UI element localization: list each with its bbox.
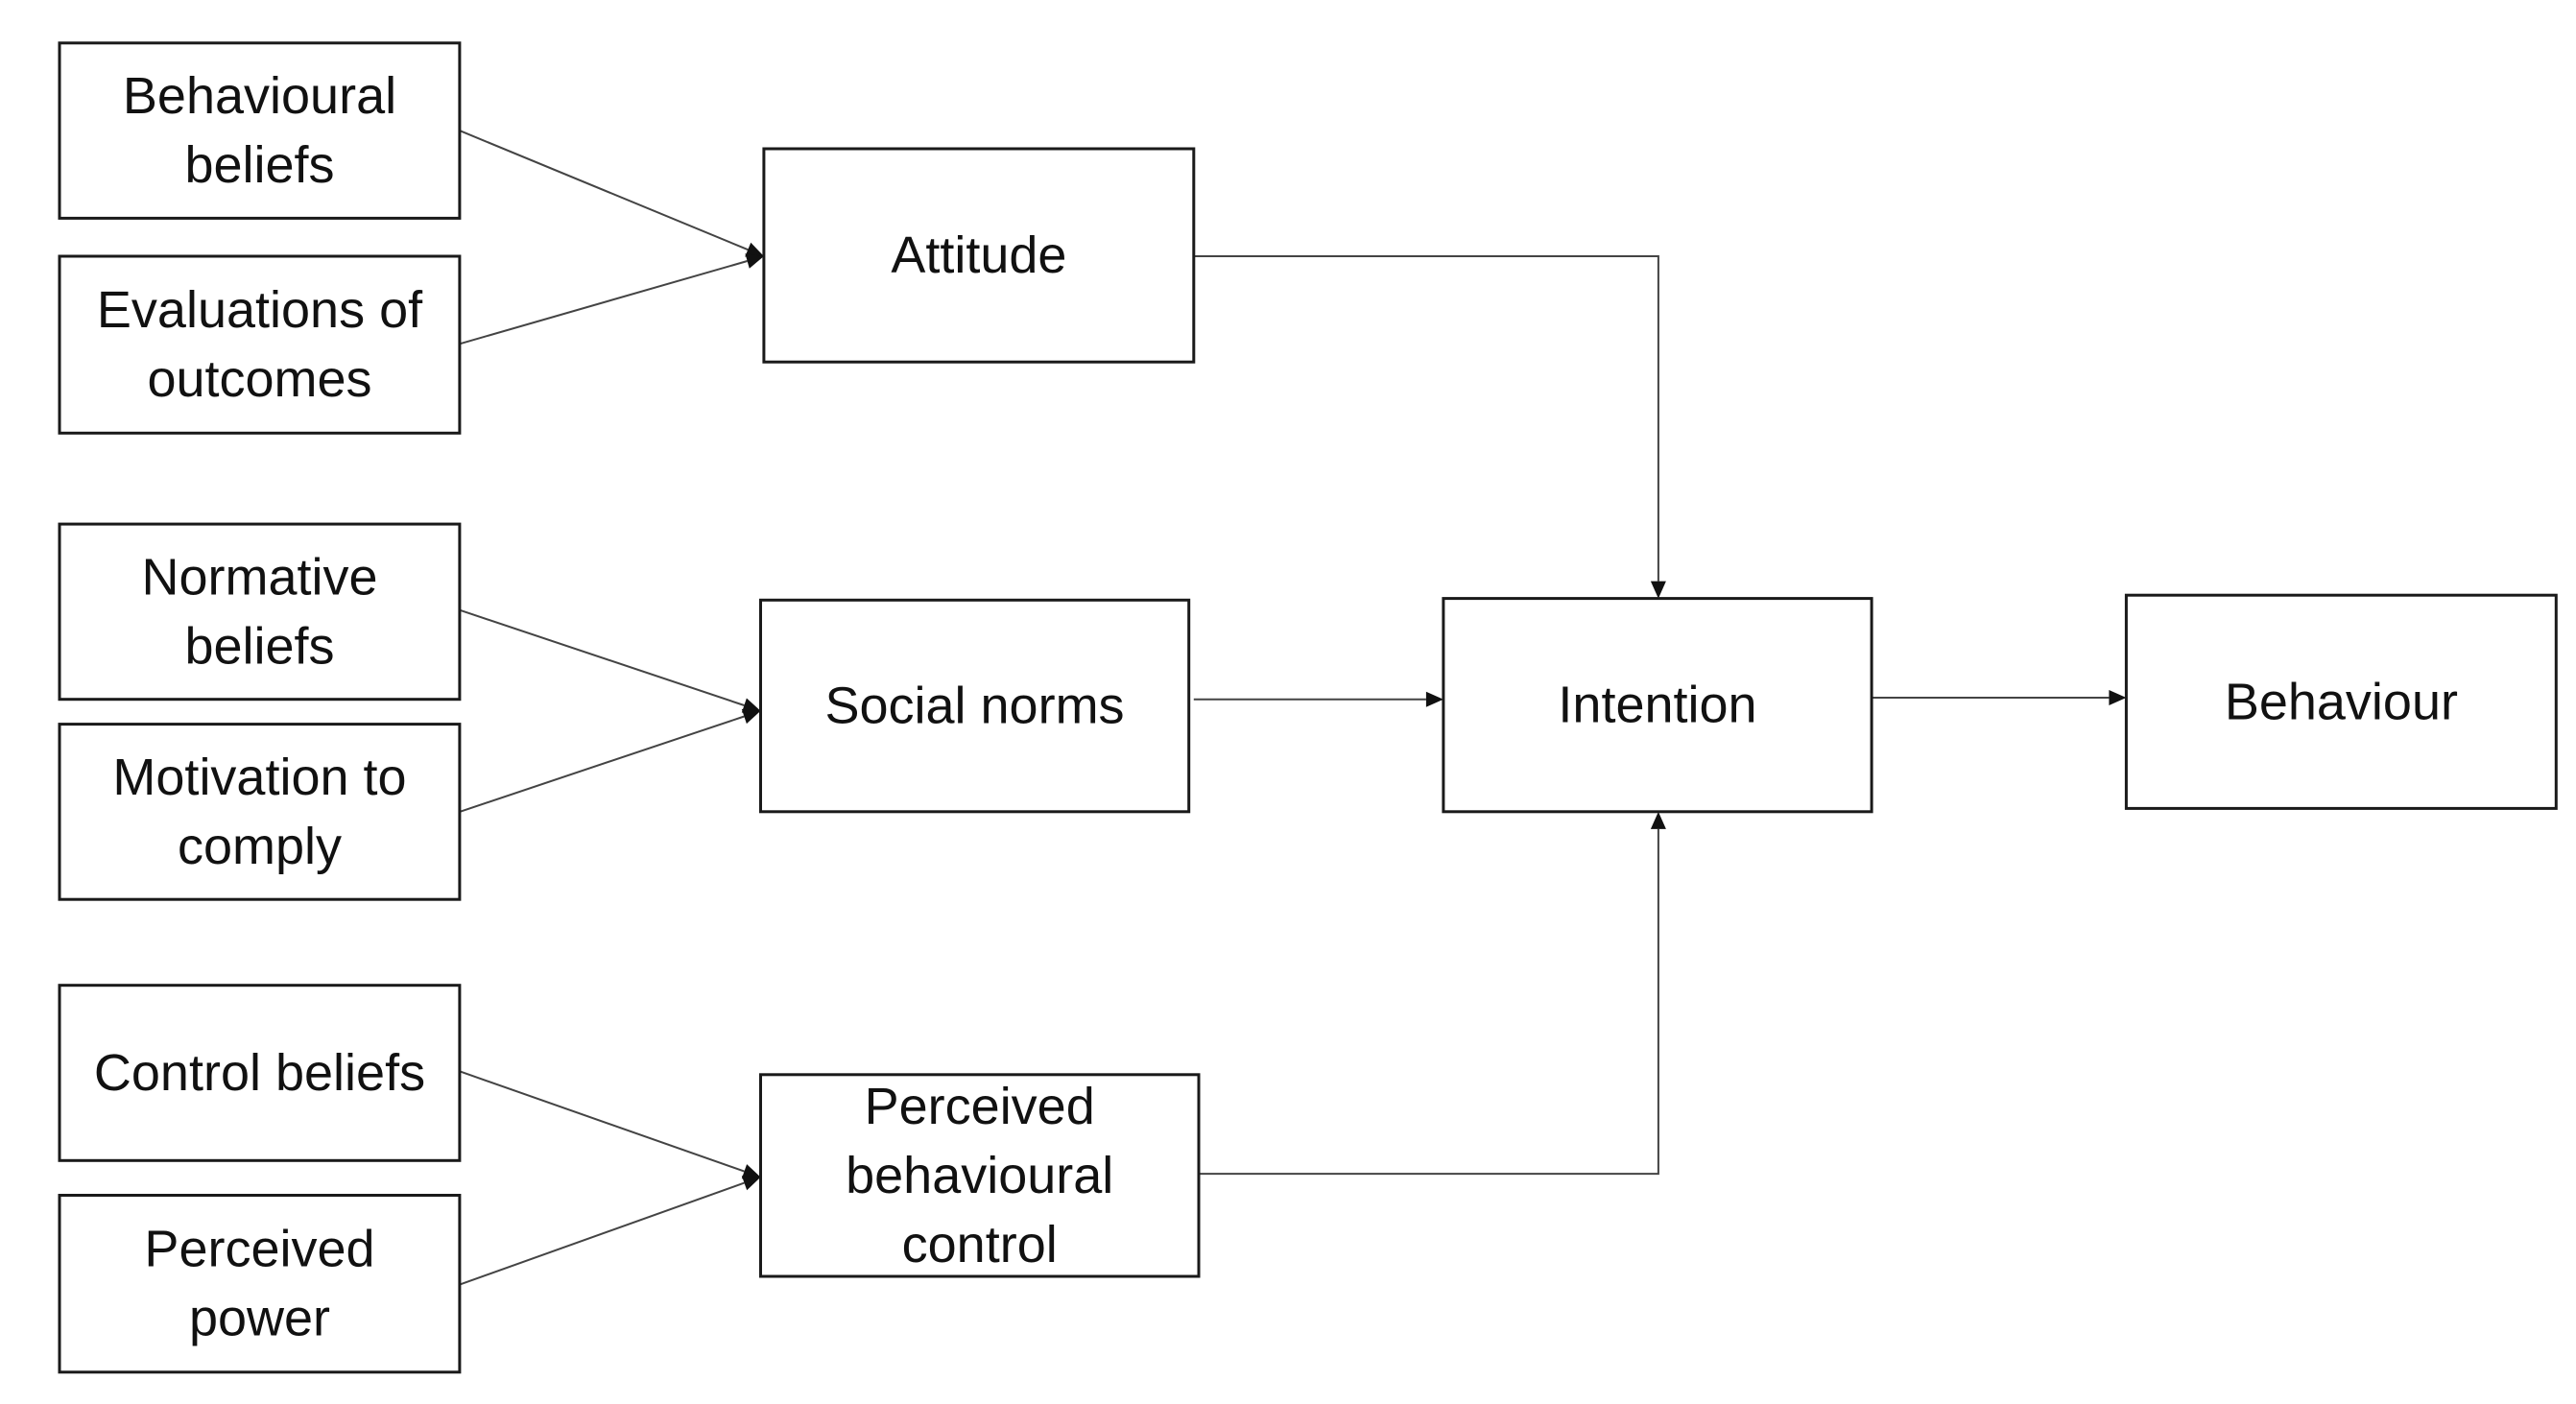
arrow-head-icon [741, 708, 761, 725]
arrow-head-icon [2109, 690, 2127, 705]
arrow-head-icon [741, 698, 761, 713]
edge-attitude-to-intention [1193, 255, 1666, 599]
edge-line [459, 715, 745, 813]
node-label-line: Control beliefs [94, 1044, 425, 1102]
node-motivation-to-comply: Motivation to comply [58, 723, 462, 901]
arrow-head-icon [1425, 691, 1443, 707]
edge-line [1193, 255, 1659, 582]
node-label-line: Perceived [865, 1078, 1095, 1135]
edge-line [459, 608, 745, 706]
node-label-line: outcomes [147, 350, 371, 408]
node-box [2124, 593, 2558, 810]
node-box [759, 598, 1191, 814]
node-label-line: comply [178, 818, 342, 875]
node-label-line: power [189, 1290, 330, 1347]
node-label-line: Evaluations of [97, 281, 423, 339]
edge-line [459, 260, 748, 345]
edge-perceived-behavioural-control-to-intention [1199, 811, 1666, 1176]
node-label-line: Attitude [891, 226, 1066, 284]
node-perceived-power: Perceived power [58, 1194, 462, 1374]
node-label-line: Intention [1558, 677, 1756, 734]
node-label-line: Motivation to [112, 749, 406, 806]
node-box [58, 41, 462, 220]
arrow-head-icon [741, 1176, 761, 1191]
edge-behavioural-beliefs-to-attitude [459, 130, 764, 257]
node-box [58, 522, 462, 702]
node-perceived-behavioural-control: Perceived behavioural control [759, 1073, 1201, 1278]
edge-line [1199, 828, 1659, 1176]
edge-control-beliefs-to-perceived-behavioural-control [459, 1070, 761, 1179]
node-control-beliefs: Control beliefs [58, 984, 462, 1162]
edge-intention-to-behaviour [1872, 690, 2127, 705]
node-evaluations-of-outcomes: Evaluations of outcomes [58, 254, 462, 435]
node-behavioural-beliefs: Behavioural beliefs [58, 41, 462, 220]
node-behaviour: Behaviour [2124, 593, 2558, 810]
edge-line [459, 1070, 745, 1173]
edge-line [459, 1181, 745, 1286]
edges-layer [459, 130, 2127, 1286]
node-label-line: Behavioural [123, 67, 396, 125]
edge-social-norms-to-intention [1193, 691, 1443, 707]
node-label-line: beliefs [184, 617, 334, 675]
edge-motivation-to-comply-to-social-norms [459, 708, 761, 813]
arrow-head-icon [745, 242, 764, 257]
node-normative-beliefs: Normative beliefs [58, 522, 462, 702]
node-box [58, 723, 462, 901]
node-box [1442, 597, 1873, 814]
node-box [58, 254, 462, 435]
arrow-head-icon [745, 253, 764, 269]
arrow-head-icon [741, 1164, 761, 1179]
edge-perceived-power-to-perceived-behavioural-control [459, 1176, 761, 1286]
node-label-line: behavioural [846, 1147, 1113, 1204]
node-label-line: Normative [141, 548, 377, 606]
node-intention: Intention [1442, 597, 1873, 814]
node-label-line: Behaviour [2225, 673, 2458, 730]
node-box [762, 147, 1196, 364]
arrow-head-icon [1650, 581, 1666, 599]
node-social-norms: Social norms [759, 598, 1191, 814]
edge-line [459, 130, 749, 251]
edge-normative-beliefs-to-social-norms [459, 608, 761, 713]
node-box [759, 1073, 1201, 1278]
node-box [58, 984, 462, 1162]
node-label-line: Perceived [144, 1221, 374, 1278]
node-attitude: Attitude [762, 147, 1196, 364]
node-box [58, 1194, 462, 1374]
node-label-line: control [902, 1216, 1058, 1273]
node-label-line: beliefs [184, 136, 334, 194]
node-label-line: Social norms [824, 678, 1124, 735]
edge-evaluations-of-outcomes-to-attitude [459, 253, 764, 345]
arrow-head-icon [1650, 811, 1666, 829]
